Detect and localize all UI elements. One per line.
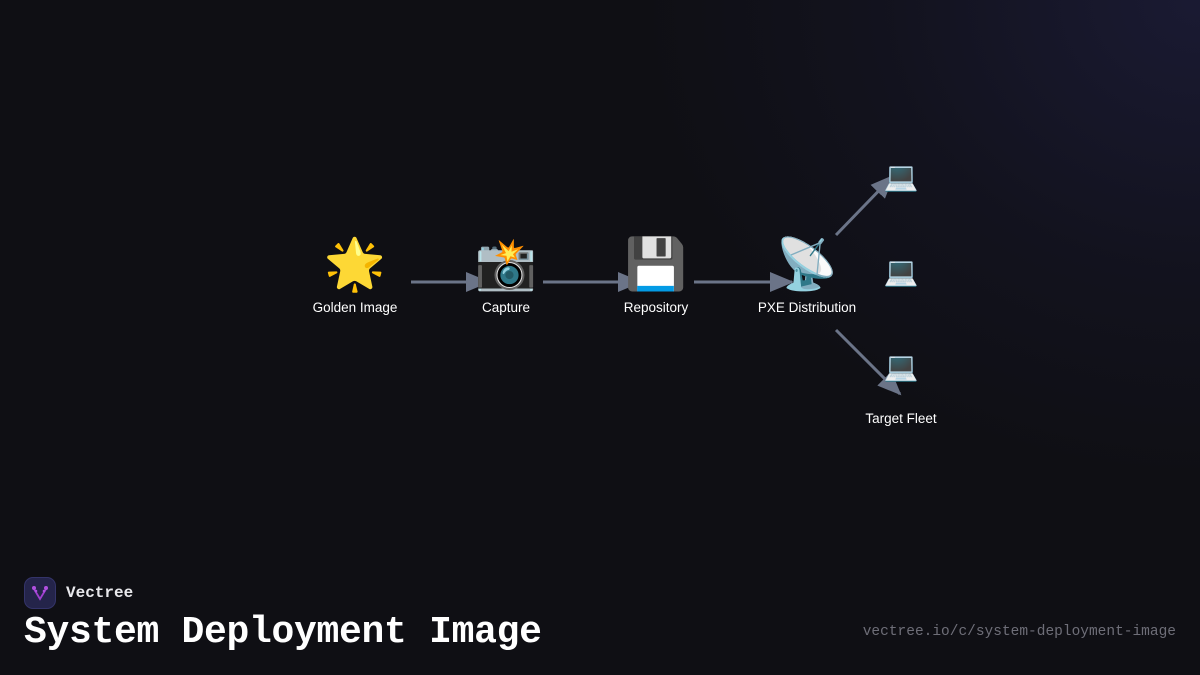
laptop-icon: 💻 [883,161,919,192]
node-pxe-distribution: 📡 PXE Distribution [758,236,856,315]
node-capture: 📸 Capture [475,236,537,315]
node-label: Golden Image [312,300,398,315]
brand: Vectree [24,577,133,609]
laptop-icon: 💻 [883,351,919,382]
floppy-disk-icon: 💾 [624,236,688,292]
vectree-logo-icon [24,577,56,609]
page-title: System Deployment Image [24,611,542,654]
node-golden-image: 🌟 Golden Image [313,236,398,315]
node-label: Capture [481,300,531,315]
node-label: Repository [623,300,689,315]
source-url[interactable]: vectree.io/c/system-deployment-image [862,624,1176,640]
camera-flash-icon: 📸 [474,236,538,292]
arrow-pxe-to-fleet-top [834,174,895,237]
brand-name: Vectree [66,584,134,602]
glowing-star-icon: 🌟 [323,236,387,292]
satellite-antenna-icon: 📡 [775,236,839,292]
laptop-icon: 💻 [883,256,919,287]
node-label: PXE Distribution [757,300,857,315]
target-fleet-label: Target Fleet [865,411,937,426]
arrow-pxe-to-fleet-bottom [834,328,902,396]
node-repository: 💾 Repository [624,236,689,315]
